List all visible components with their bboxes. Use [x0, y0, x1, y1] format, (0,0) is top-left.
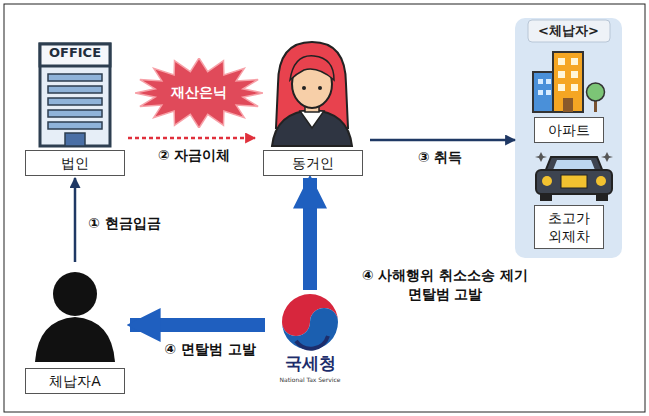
panel-tab: [528, 20, 610, 42]
office-building-icon: [40, 44, 110, 146]
burst-node: 재산은닉: [135, 58, 263, 128]
debtor-panel: [515, 18, 622, 258]
node-label: 아파트: [534, 117, 604, 143]
node-label: 동거인: [263, 150, 363, 176]
edge-label: ③ 취득: [395, 148, 485, 167]
asset-node: 아파트: [525, 48, 612, 148]
starburst-outline: [135, 58, 263, 128]
agency-node: 국세청 National Tax Service: [265, 290, 355, 404]
edge-label: ② 자금이체: [138, 146, 250, 165]
nts-logo: [282, 294, 338, 350]
node-label: 초고가 외제차: [534, 205, 604, 249]
agency-name: 국세청: [265, 352, 355, 374]
debtor-silhouette: [35, 272, 115, 362]
node-label: 체납자A: [25, 368, 125, 394]
panel-heading: <체납자>: [528, 22, 610, 39]
office-node: OFFICE 법인: [22, 40, 128, 178]
connector-arrow: [128, 137, 255, 140]
node-label: 법인: [25, 150, 125, 176]
asset-node: 초고가 외제차: [525, 152, 612, 256]
connector-arrow: [303, 178, 317, 290]
apartment-icon: [533, 52, 605, 112]
edge-label: ① 현금입금: [88, 214, 188, 233]
connector-arrow: [130, 318, 265, 332]
person-node: 동거인: [255, 40, 370, 178]
edge-label: ④ 사해행위 취소소송 제기 면탈범 고발: [350, 266, 540, 304]
burst-text: 재산은닉: [144, 83, 254, 101]
agency-subtitle: National Tax Service: [265, 376, 355, 384]
frame: [4, 4, 645, 412]
edge-label: ④ 면탈범 고발: [150, 340, 270, 359]
office-sign: OFFICE: [40, 44, 110, 61]
connector-arrow: [74, 178, 77, 262]
person-node: 체납자A: [20, 262, 130, 398]
group-panel: 아파트초고가 외제차 <체납자>: [515, 18, 622, 258]
cohabitant-icon: [272, 42, 352, 146]
connector-arrow: [370, 139, 515, 142]
luxury-car-icon: [535, 152, 613, 201]
